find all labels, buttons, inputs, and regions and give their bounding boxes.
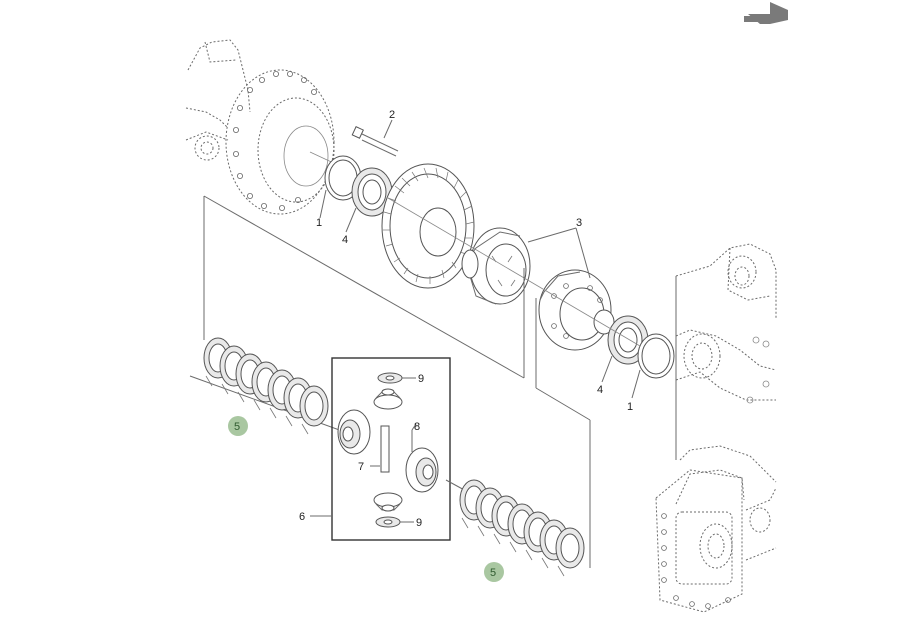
gear-set-frame xyxy=(331,357,451,541)
side-gear-left xyxy=(337,409,371,455)
label-part-9a: 9 xyxy=(418,373,424,385)
exploded-view-canvas xyxy=(180,0,790,634)
label-part-1b: 1 xyxy=(627,401,633,413)
shaft-axis xyxy=(387,197,641,347)
label-part-3: 3 xyxy=(576,217,582,229)
label-part-5a: 5 xyxy=(234,421,240,433)
clutch-pack-left xyxy=(203,337,329,435)
seal-ring-right xyxy=(631,333,675,399)
bearing-left xyxy=(345,167,393,233)
thrust-washer-bottom xyxy=(375,516,414,528)
pinion-gear-top xyxy=(373,388,403,410)
label-part-5b: 5 xyxy=(490,567,496,579)
arrow-right-icon[interactable] xyxy=(744,2,788,24)
crown-gear xyxy=(381,163,475,289)
label-part-6: 6 xyxy=(299,511,305,523)
side-gear-right xyxy=(405,447,439,493)
label-part-9b: 9 xyxy=(416,517,422,529)
label-part-4b: 4 xyxy=(597,384,603,396)
label-part-8: 8 xyxy=(414,421,420,433)
differential-case-half-b xyxy=(538,269,615,351)
differential-case-half-a xyxy=(461,227,531,305)
label-part-7: 7 xyxy=(358,461,364,473)
label-part-4a: 4 xyxy=(342,234,348,246)
callout-5b: 5 xyxy=(484,562,504,582)
clutch-pack-right xyxy=(459,479,585,577)
bolt xyxy=(351,119,399,157)
explosion-frame xyxy=(189,195,591,568)
label-part-1a: 1 xyxy=(316,217,322,229)
label-part-2: 2 xyxy=(389,109,395,121)
leader-part-3 xyxy=(527,227,591,279)
thrust-washer-top xyxy=(377,372,416,384)
cross-shaft xyxy=(370,425,390,473)
axle-housing-right xyxy=(655,243,777,613)
axle-housing-left xyxy=(185,39,341,215)
lock-pin xyxy=(411,423,417,452)
callout-5a: 5 xyxy=(228,416,248,436)
pinion-gear-bottom xyxy=(373,492,403,512)
